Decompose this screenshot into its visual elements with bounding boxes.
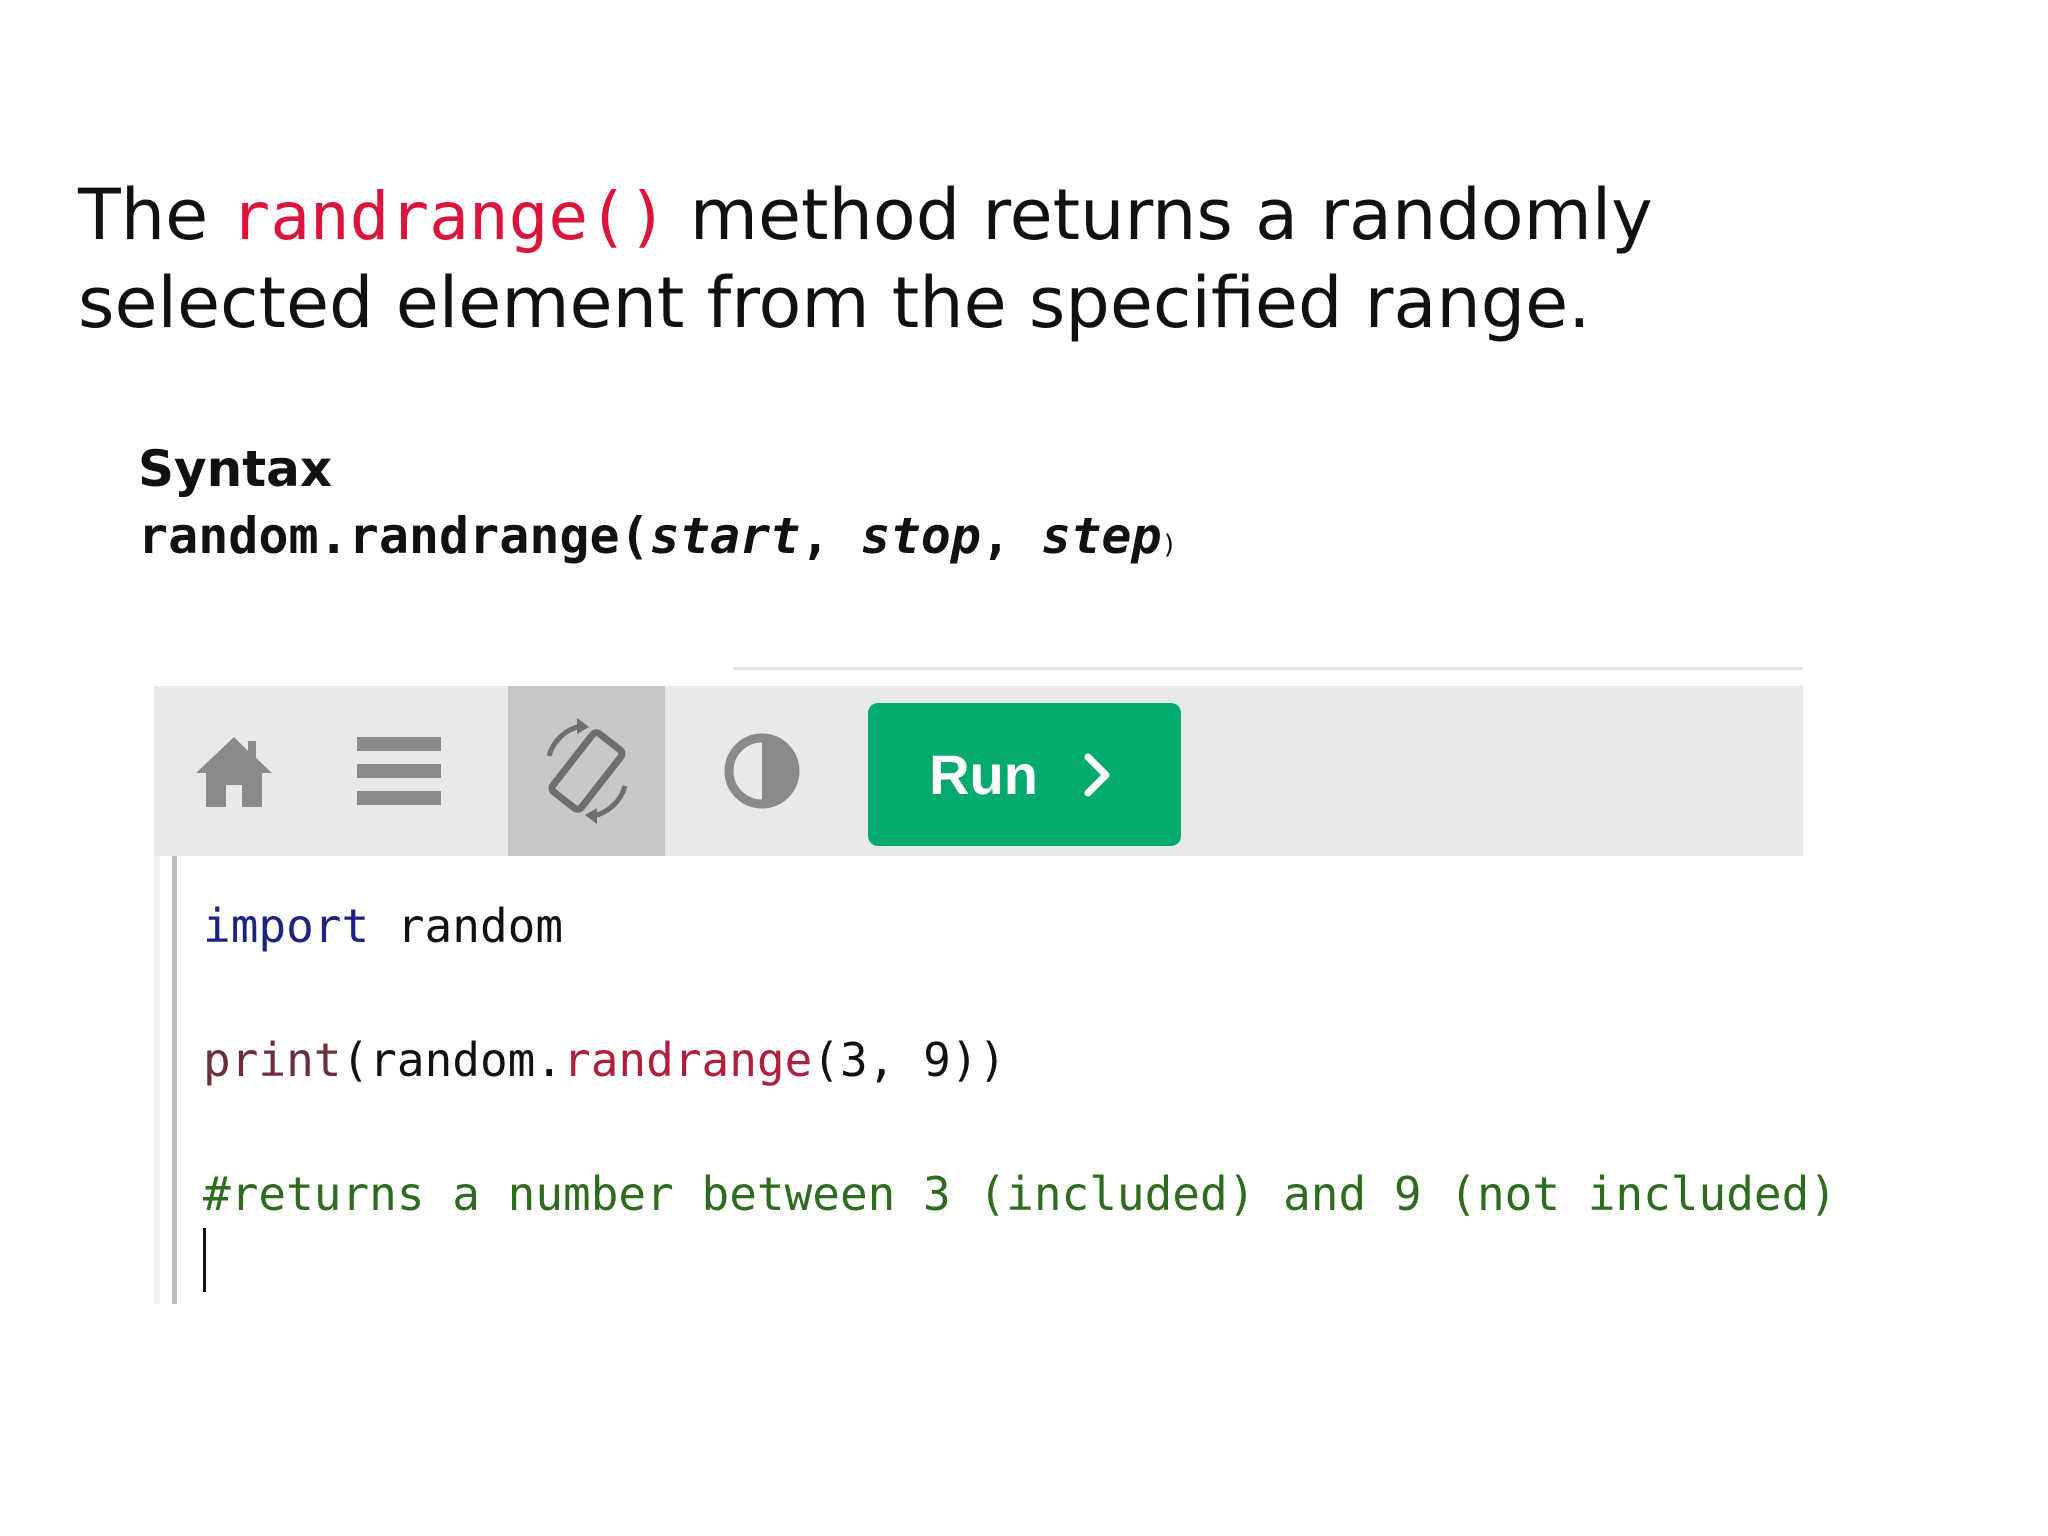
- code-line2-b: (3, 9)): [812, 1033, 1007, 1087]
- code-line-1: import random: [203, 896, 563, 956]
- code-randrange-call: randrange: [563, 1033, 813, 1087]
- contrast-button[interactable]: [679, 686, 844, 856]
- menu-icon: [357, 737, 441, 805]
- syntax-close: ): [1161, 530, 1178, 560]
- home-button[interactable]: [154, 686, 314, 856]
- editor-left-edge: [154, 856, 160, 1304]
- contrast-icon: [724, 733, 799, 809]
- syntax-title: Syntax: [138, 440, 333, 498]
- text-cursor: [203, 1228, 206, 1292]
- editor-top-border: [733, 667, 1803, 670]
- syntax-code: random.randrange(start, stop, step): [138, 504, 1177, 577]
- code-print-fn: print: [203, 1033, 342, 1087]
- intro-keyword: randrange(): [230, 178, 668, 255]
- code-line-2: print(random.randrange(3, 9)): [203, 1030, 1006, 1090]
- home-icon: [196, 737, 272, 807]
- intro-prefix: The: [78, 174, 231, 256]
- run-button-label: Run: [929, 743, 1038, 806]
- code-line1-rest: random: [369, 899, 564, 953]
- rotate-button[interactable]: [508, 686, 665, 856]
- intro-line2: selected element from the specified rang…: [78, 262, 1591, 344]
- syntax-code-prefix: random.randrange(: [138, 507, 650, 565]
- code-line2-a: (random.: [341, 1033, 564, 1087]
- code-import-keyword: import: [203, 899, 370, 953]
- intro-text: The randrange() method returns a randoml…: [78, 172, 1778, 346]
- code-editor[interactable]: import random print(random.randrange(3, …: [172, 856, 1837, 1304]
- editor-toolbar: Run: [154, 686, 1803, 856]
- syntax-sep1: ,: [800, 507, 861, 565]
- chevron-right-icon: [1084, 753, 1110, 796]
- run-button[interactable]: Run: [868, 703, 1181, 846]
- syntax-param-stop: stop: [860, 507, 981, 565]
- syntax-sep2: ,: [980, 507, 1042, 565]
- syntax-param-start: start: [649, 507, 801, 565]
- menu-button[interactable]: [329, 686, 469, 856]
- rotate-icon: [546, 718, 627, 824]
- intro-line1-rest: method returns a randomly: [667, 174, 1653, 256]
- code-comment-line: #returns a number between 3 (included) a…: [203, 1167, 1837, 1221]
- syntax-param-step: step: [1041, 507, 1162, 565]
